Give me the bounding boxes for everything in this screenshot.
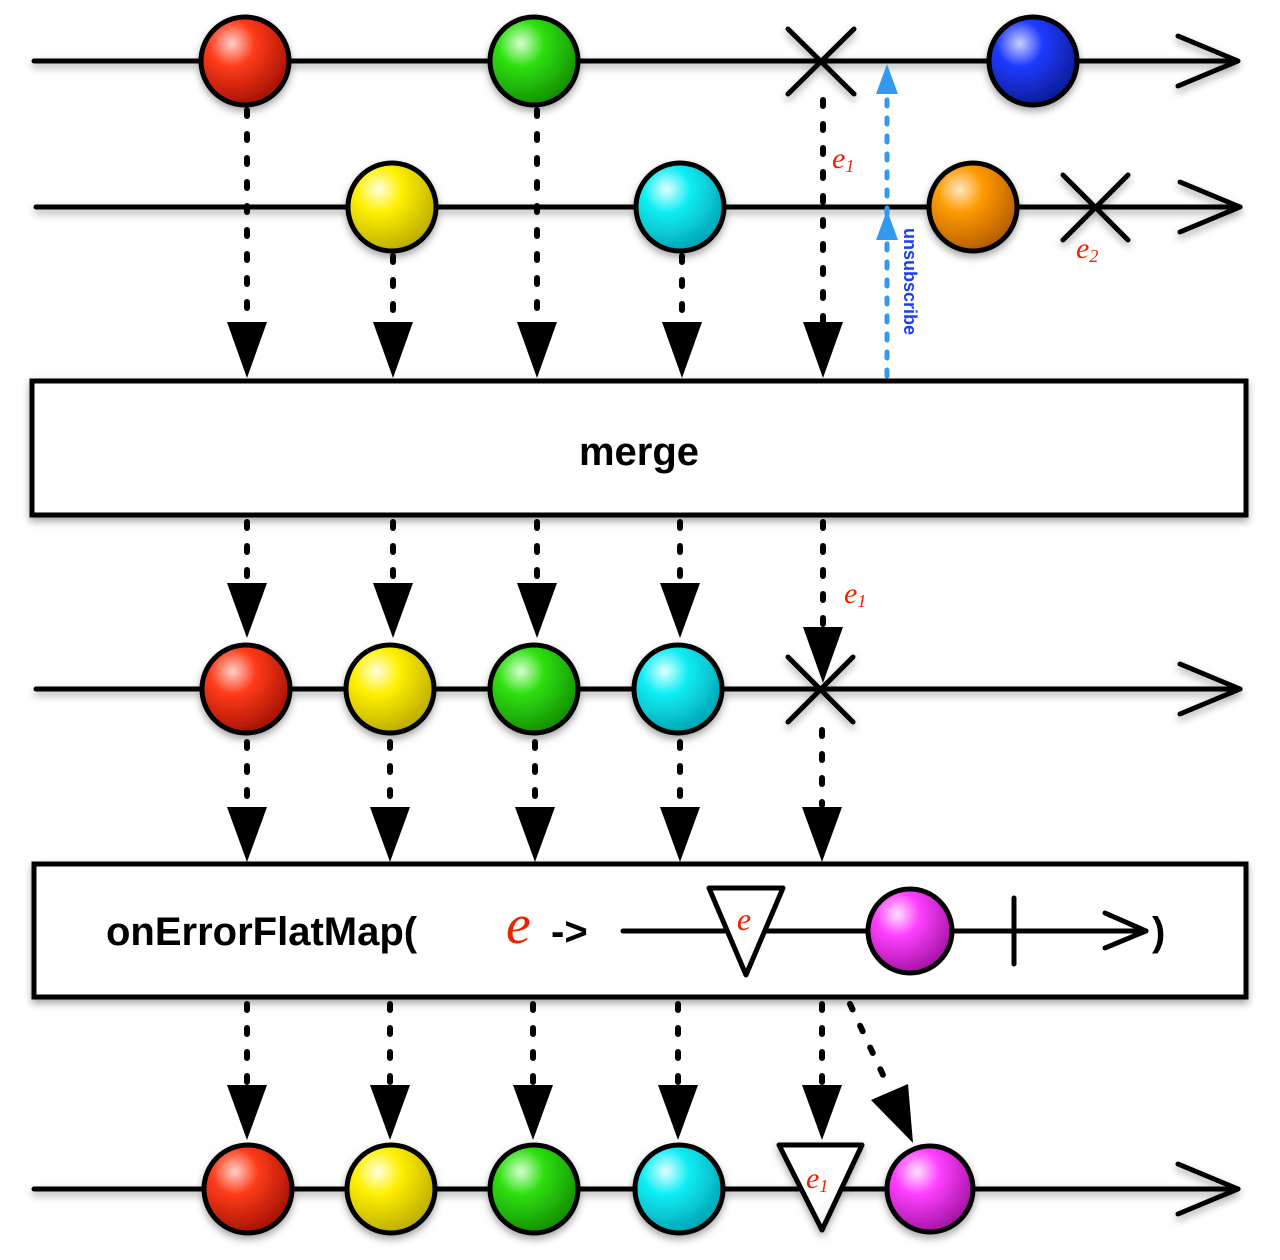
timeline-arrow-icon [1177, 179, 1243, 235]
marble-magenta [865, 886, 955, 976]
error-x-icon [785, 26, 857, 97]
arrowhead-icon [370, 807, 410, 862]
arrowhead-icon [227, 583, 267, 638]
unsubscribe-label: unsubscribe [900, 228, 920, 335]
arrowhead-icon [660, 807, 700, 862]
inner-observable-timeline [620, 885, 1149, 978]
marble-red [198, 14, 292, 108]
onerrorflatmap-label: onErrorFlatMap( [106, 910, 418, 954]
arrowhead-icon [370, 1085, 410, 1140]
marble-magenta [884, 1143, 976, 1235]
marble-cyan [631, 642, 725, 736]
dotted-arrow-line [847, 1001, 893, 1093]
error-x-icon [785, 654, 856, 725]
marble-red [199, 642, 293, 736]
result-error-label: e1 [806, 1162, 828, 1196]
merge-operator-box [29, 378, 1249, 518]
arrowheads-out-of-onerrorflatmap [227, 1084, 913, 1143]
marble-yellow [343, 642, 437, 736]
marble-orange [926, 160, 1020, 254]
arrowheads-out-of-merge [227, 583, 843, 683]
marble-green [487, 642, 581, 736]
arrowheads-into-onerrorflatmap [227, 807, 842, 862]
arrowhead-icon [515, 807, 555, 862]
lambda-arrow-label: -> [551, 910, 588, 954]
arrowhead-icon [513, 1085, 553, 1140]
arrowhead-icon [802, 807, 842, 862]
error-1-label-merged: e1 [844, 577, 866, 611]
arrows-out-of-onerrorflatmap [244, 1001, 893, 1093]
timeline-arrow-icon [1177, 661, 1243, 717]
arrowhead-icon [227, 1085, 267, 1140]
arrowhead-icon [517, 583, 557, 638]
arrowhead-icon [660, 583, 700, 638]
source-2-timeline [33, 160, 1243, 254]
error-triangle-marble [706, 885, 786, 978]
arrowhead-up-icon [876, 64, 898, 94]
marble-cyan [632, 1142, 726, 1236]
arrowhead-icon [373, 322, 413, 378]
arrowhead-icon [871, 1084, 913, 1143]
timeline-arrow-icon [1175, 1161, 1241, 1217]
arrowhead-icon [517, 322, 557, 378]
arrowhead-icon [658, 1085, 698, 1140]
arrowhead-icon [802, 1085, 842, 1140]
marble-cyan [633, 160, 727, 254]
arrowhead-icon [803, 627, 843, 683]
merged-timeline [33, 642, 1243, 736]
close-paren-label: ) [1152, 910, 1165, 954]
arrowhead-icon [227, 807, 267, 862]
unsubscribe-arrow [876, 64, 898, 379]
arrows-into-merge [244, 97, 826, 325]
marble-green [487, 1142, 581, 1236]
error-1-label: e1 [832, 142, 854, 176]
timeline-arrow-icon [1175, 33, 1241, 89]
lambda-param-label: e [506, 894, 531, 956]
result-timeline [31, 1142, 1241, 1236]
arrowhead-icon [227, 322, 267, 378]
marble-red [201, 1142, 295, 1236]
arrows-out-of-merge [244, 519, 826, 628]
arrowhead-icon [803, 322, 843, 378]
marble-blue [986, 14, 1080, 108]
error-triangle-marble [776, 1142, 865, 1233]
arrowhead-icon [662, 322, 702, 378]
error-2-label: e2 [1076, 232, 1098, 266]
arrowhead-up-icon [876, 210, 898, 240]
marble-yellow [344, 1142, 438, 1236]
arrowheads-into-merge [227, 322, 843, 378]
merge-label: merge [579, 430, 699, 474]
timeline-arrow-icon [1102, 910, 1149, 951]
error-x-icon [1060, 172, 1131, 243]
marble-green [487, 14, 581, 108]
arrows-into-onerrorflatmap [244, 727, 825, 808]
marble-yellow [345, 160, 439, 254]
source-1-timeline [31, 14, 1241, 108]
inner-error-label: e [737, 901, 751, 937]
arrowhead-icon [373, 583, 413, 638]
